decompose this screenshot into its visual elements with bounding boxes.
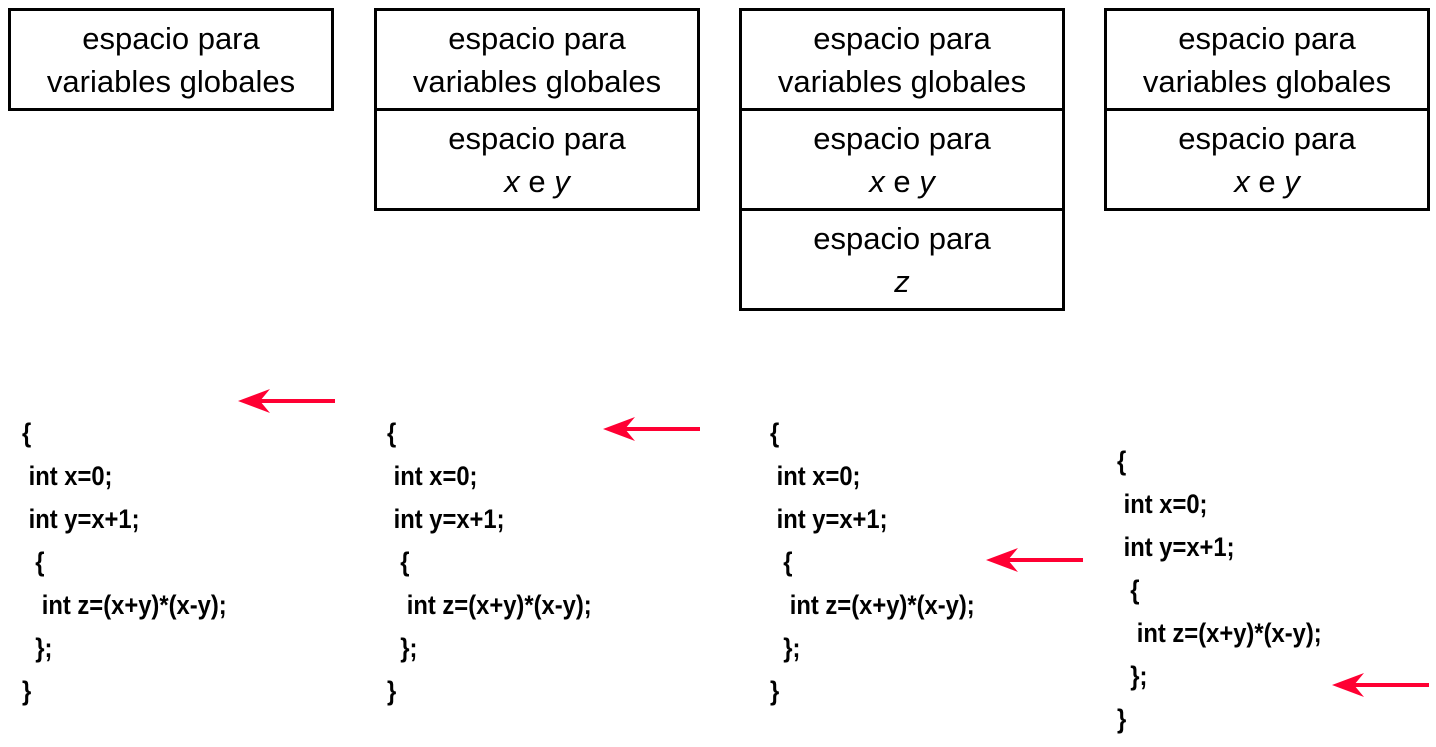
cell-label: variables globales bbox=[777, 63, 1027, 99]
memory-stack-3: espacio para variables globales espacio … bbox=[739, 8, 1065, 311]
code-line: { bbox=[770, 418, 780, 448]
cell-label: variables globales bbox=[46, 63, 296, 99]
code-line: } bbox=[770, 676, 780, 706]
cell-label: espacio para bbox=[813, 220, 991, 256]
code-line: { bbox=[1117, 446, 1127, 476]
code-line: int z=(x+y)*(x-y); bbox=[1117, 618, 1322, 648]
global-vars-cell: espacio para variables globales bbox=[8, 8, 334, 111]
code-line: int z=(x+y)*(x-y); bbox=[770, 590, 975, 620]
xy-vars-cell: espacio para x e y bbox=[374, 108, 700, 211]
var-y: y bbox=[1284, 163, 1300, 199]
code-line: { bbox=[387, 418, 397, 448]
conjunction: e bbox=[1258, 163, 1276, 199]
memory-stack-2: espacio para variables globales espacio … bbox=[374, 8, 700, 211]
left-arrow-icon bbox=[238, 389, 335, 413]
conjunction: e bbox=[528, 163, 546, 199]
code-line: int y=x+1; bbox=[770, 504, 888, 534]
var-z: z bbox=[894, 263, 910, 299]
cell-vars: x e y bbox=[869, 160, 935, 203]
code-block-1: { int x=0; int y=x+1; { int z=(x+y)*(x-y… bbox=[22, 412, 227, 713]
cell-vars: x e y bbox=[504, 160, 570, 203]
cell-label: espacio para bbox=[82, 20, 260, 56]
cell-label: espacio para bbox=[448, 120, 626, 156]
var-x: x bbox=[869, 163, 885, 199]
code-line: }; bbox=[22, 633, 53, 663]
memory-stack-4: espacio para variables globales espacio … bbox=[1104, 8, 1430, 211]
code-line: int x=0; bbox=[770, 461, 861, 491]
code-line: { bbox=[22, 418, 32, 448]
conjunction: e bbox=[893, 163, 911, 199]
code-line: { bbox=[22, 547, 45, 577]
left-arrow-icon bbox=[1332, 673, 1429, 697]
code-line: int x=0; bbox=[1117, 489, 1208, 519]
code-line: }; bbox=[1117, 661, 1148, 691]
code-line: }; bbox=[387, 633, 418, 663]
var-x: x bbox=[1234, 163, 1250, 199]
code-line: int x=0; bbox=[22, 461, 113, 491]
var-x: x bbox=[504, 163, 520, 199]
cell-label: variables globales bbox=[1142, 63, 1392, 99]
cell-label: espacio para bbox=[1178, 20, 1356, 56]
code-block-2: { int x=0; int y=x+1; { int z=(x+y)*(x-y… bbox=[387, 412, 592, 713]
var-y: y bbox=[919, 163, 935, 199]
cell-label: variables globales bbox=[412, 63, 662, 99]
code-line: }; bbox=[770, 633, 801, 663]
code-line: int y=x+1; bbox=[22, 504, 140, 534]
cell-label: espacio para bbox=[813, 120, 991, 156]
global-vars-cell: espacio para variables globales bbox=[374, 8, 700, 111]
z-var-cell: espacio para z bbox=[739, 208, 1065, 311]
code-block-3: { int x=0; int y=x+1; { int z=(x+y)*(x-y… bbox=[770, 412, 975, 713]
global-vars-cell: espacio para variables globales bbox=[739, 8, 1065, 111]
code-line: } bbox=[387, 676, 397, 706]
cell-label: espacio para bbox=[448, 20, 626, 56]
xy-vars-cell: espacio para x e y bbox=[739, 108, 1065, 211]
global-vars-cell: espacio para variables globales bbox=[1104, 8, 1430, 111]
code-line: } bbox=[1117, 704, 1127, 734]
xy-vars-cell: espacio para x e y bbox=[1104, 108, 1430, 211]
code-line: } bbox=[22, 676, 32, 706]
code-block-4: { int x=0; int y=x+1; { int z=(x+y)*(x-y… bbox=[1117, 440, 1322, 741]
code-line: int y=x+1; bbox=[1117, 532, 1235, 562]
left-arrow-icon bbox=[986, 548, 1083, 572]
cell-label: espacio para bbox=[1178, 120, 1356, 156]
code-line: { bbox=[1117, 575, 1140, 605]
left-arrow-icon bbox=[603, 417, 700, 441]
cell-vars: x e y bbox=[1234, 160, 1300, 203]
cell-label: espacio para bbox=[813, 20, 991, 56]
code-line: int x=0; bbox=[387, 461, 478, 491]
var-y: y bbox=[554, 163, 570, 199]
code-line: int z=(x+y)*(x-y); bbox=[22, 590, 227, 620]
code-line: { bbox=[387, 547, 410, 577]
code-line: int z=(x+y)*(x-y); bbox=[387, 590, 592, 620]
memory-stack-1: espacio para variables globales bbox=[8, 8, 334, 111]
code-line: { bbox=[770, 547, 793, 577]
code-line: int y=x+1; bbox=[387, 504, 505, 534]
